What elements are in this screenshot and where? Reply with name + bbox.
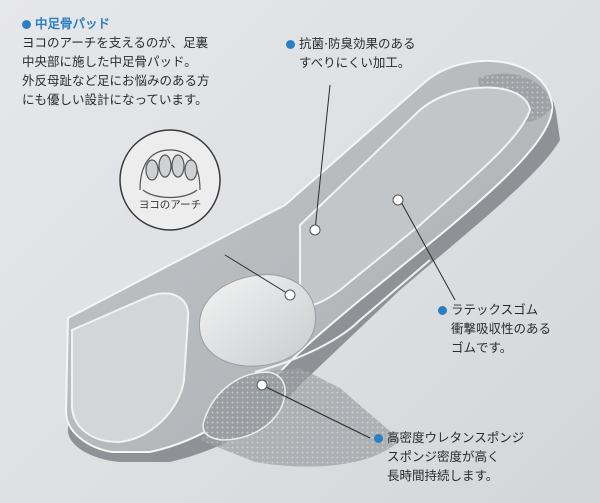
forefoot-pad [71,292,190,444]
latex-gum-note: ラテックスゴム 衝撃吸収性のある ゴムです。 [438,300,551,357]
arch-callout: ヨコのアーチ [119,129,221,231]
note-line: 外反母趾など足にお悩みのある方 [22,73,210,88]
bullet-icon [286,39,295,49]
note-title: 抗菌·防臭効果のある [299,36,416,51]
note-line: 衝撃吸収性のある [451,321,552,336]
note-line: にも優しい設計になっています。 [22,92,208,107]
antibacterial-note: 抗菌·防臭効果のある すべりにくい加工。 [286,34,415,72]
metatarsal-pad-note: 中足骨パッド ヨコのアーチを支えるのが、足裏 中央部に施した中足骨パッド。 外反… [22,14,210,109]
note-line: すべりにくい加工。 [299,55,411,70]
leader-lines [224,84,456,439]
note-line: スポンジ密度が高く [387,449,500,464]
foot-bones-icon [139,149,201,199]
arch-callout-label: ヨコのアーチ [139,199,201,211]
note-title: ラテックスゴム [451,302,539,317]
note-line: 長時間持続します。 [387,468,499,483]
urethane-sponge-note: 高密度ウレタンスポンジ スポンジ密度が高く 長時間持続します。 [374,428,524,485]
inner-lining [299,86,532,307]
note-line: ヨコのアーチを支えるのが、足裏 [22,35,209,50]
note-line: ゴムです。 [451,340,513,355]
note-line: 中央部に施した中足骨パッド。 [22,54,197,69]
bullet-icon [22,19,31,29]
note-title: 高密度ウレタンスポンジ [387,430,525,445]
bullet-icon [374,433,383,443]
note-title: 中足骨パッド [35,16,111,31]
leader-dots [256,194,404,391]
bullet-icon [438,305,447,315]
latex-layer [254,259,431,373]
